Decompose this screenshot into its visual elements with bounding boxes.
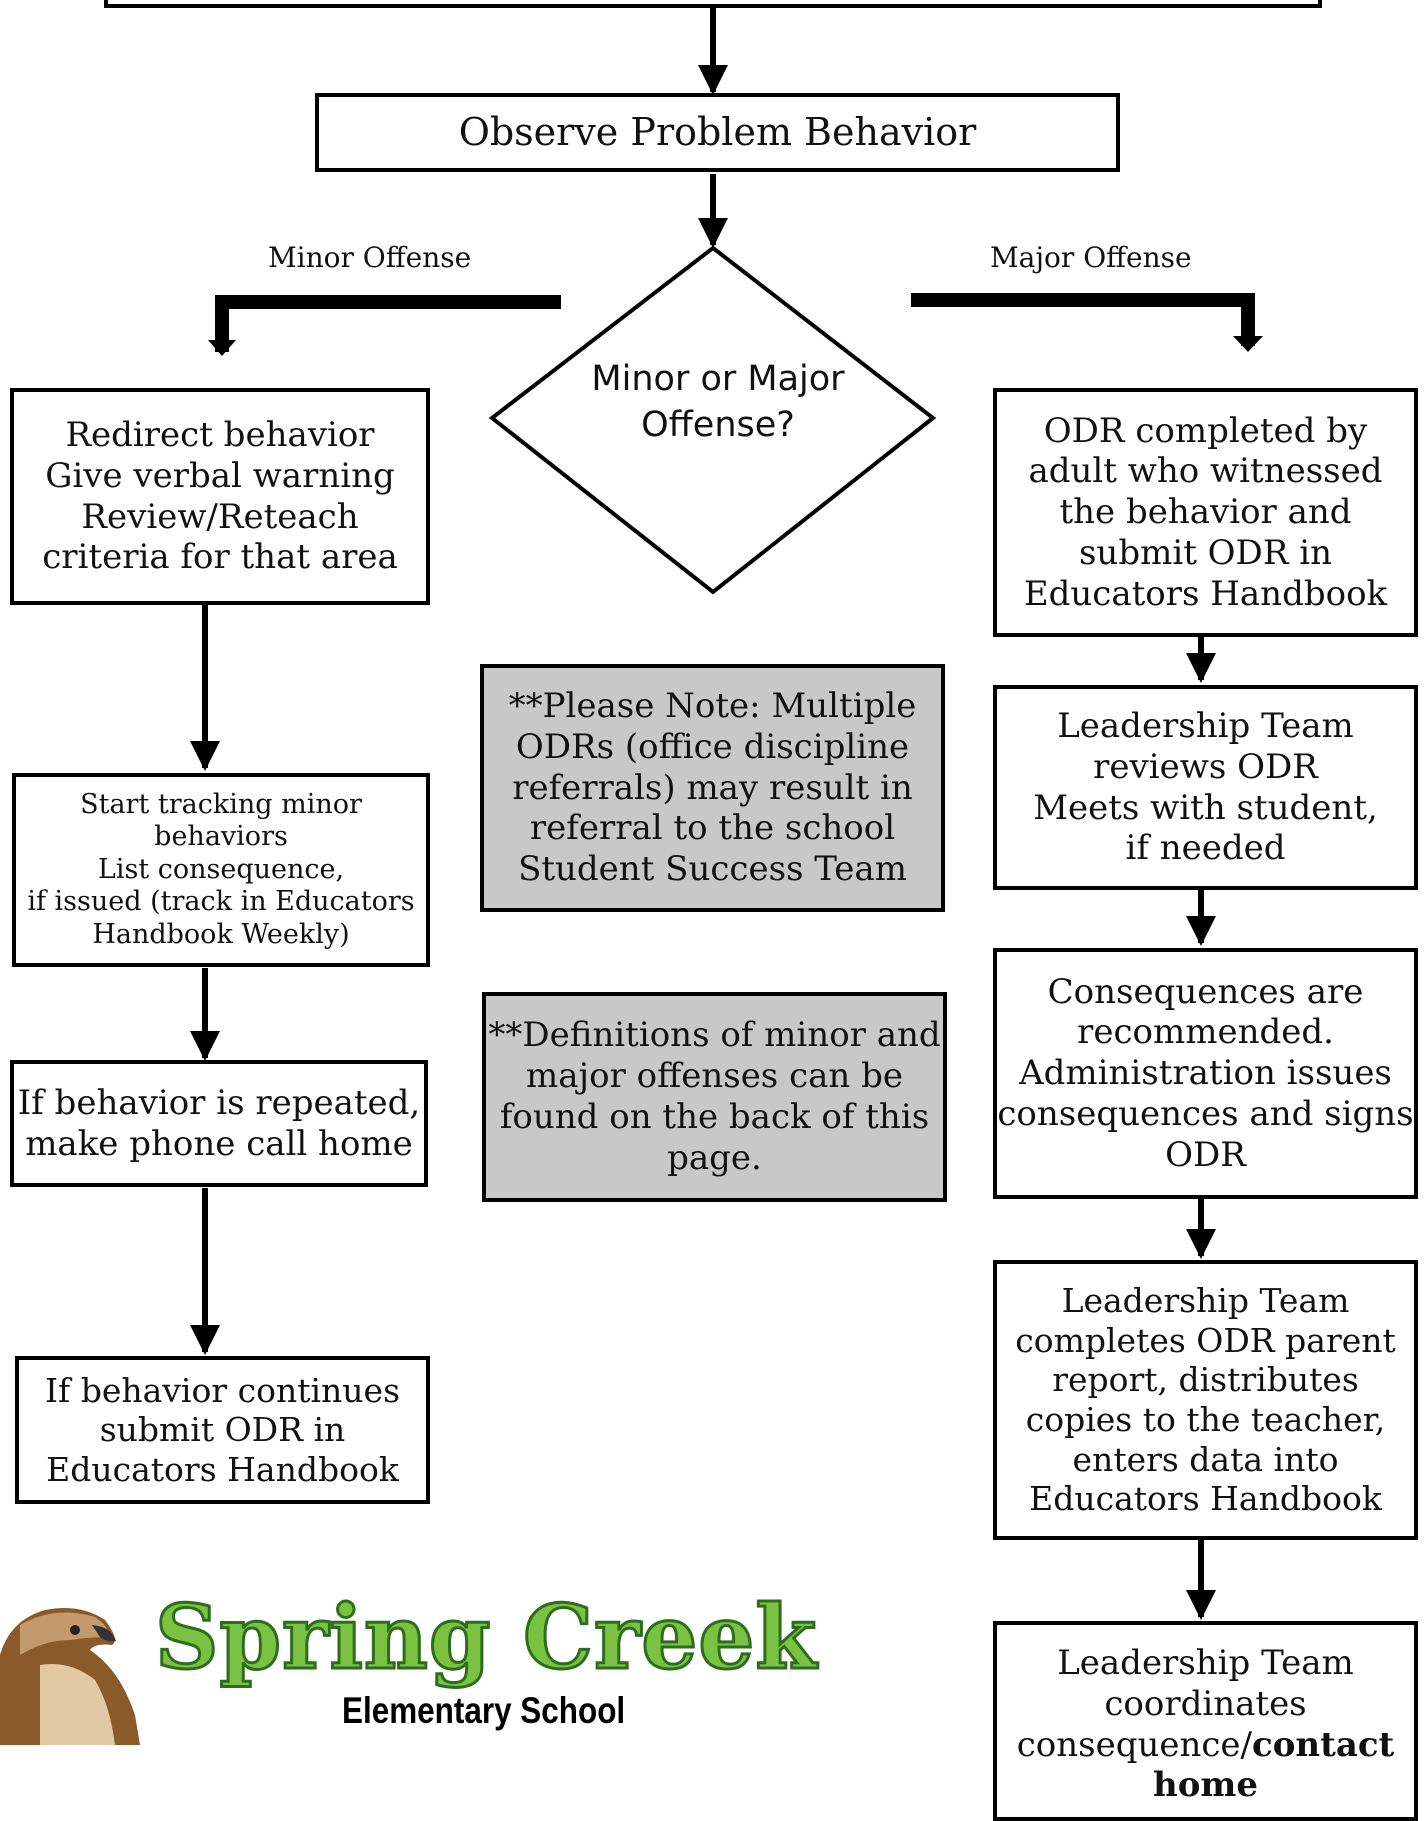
major-step-odr-completed: ODR completed by adult who witnessed the… bbox=[993, 388, 1418, 637]
minor-step-phone-call: If behavior is repeated, make phone call… bbox=[10, 1060, 428, 1187]
hawk-logo-icon bbox=[0, 1607, 140, 1745]
observe-text: Observe Problem Behavior bbox=[458, 109, 977, 154]
minor-branch-arrowhead bbox=[208, 340, 236, 356]
final-line: consequence/contact bbox=[1016, 1724, 1395, 1765]
decision-text: Minor or Major Offense? bbox=[591, 359, 845, 445]
note-multiple-odrs: **Please Note: Multiple ODRs (office dis… bbox=[480, 664, 945, 912]
major-step-leadership-review: Leadership Team reviews ODR Meets with s… bbox=[993, 685, 1418, 890]
decision-diamond bbox=[488, 245, 937, 595]
major-step-coordinates: Leadership Team coordinates consequence/… bbox=[993, 1621, 1418, 1821]
major-offense-label: Major Offense bbox=[990, 241, 1192, 274]
logo-name: Spring Creek bbox=[153, 1584, 818, 1691]
observe-box: Observe Problem Behavior bbox=[315, 93, 1120, 172]
minor-branch-connector bbox=[215, 295, 561, 352]
minor-step-submit-odr: If behavior continues submit ODR in Educ… bbox=[15, 1356, 430, 1504]
logo-subtitle: Elementary School bbox=[342, 1690, 626, 1731]
major-branch-arrowhead bbox=[1233, 336, 1263, 352]
major-branch-connector bbox=[911, 293, 1255, 346]
top-box-edge bbox=[104, 0, 1322, 8]
major-step-consequences: Consequences are recommended. Administra… bbox=[993, 948, 1418, 1199]
minor-step-redirect: Redirect behavior Give verbal warning Re… bbox=[10, 388, 430, 605]
note-definitions: **Definitions of minor and major offense… bbox=[482, 992, 947, 1202]
major-step-parent-report: Leadership Team completes ODR parent rep… bbox=[993, 1260, 1418, 1540]
minor-step-tracking: Start tracking minor behaviors List cons… bbox=[12, 773, 430, 967]
minor-offense-label: Minor Offense bbox=[268, 241, 472, 274]
